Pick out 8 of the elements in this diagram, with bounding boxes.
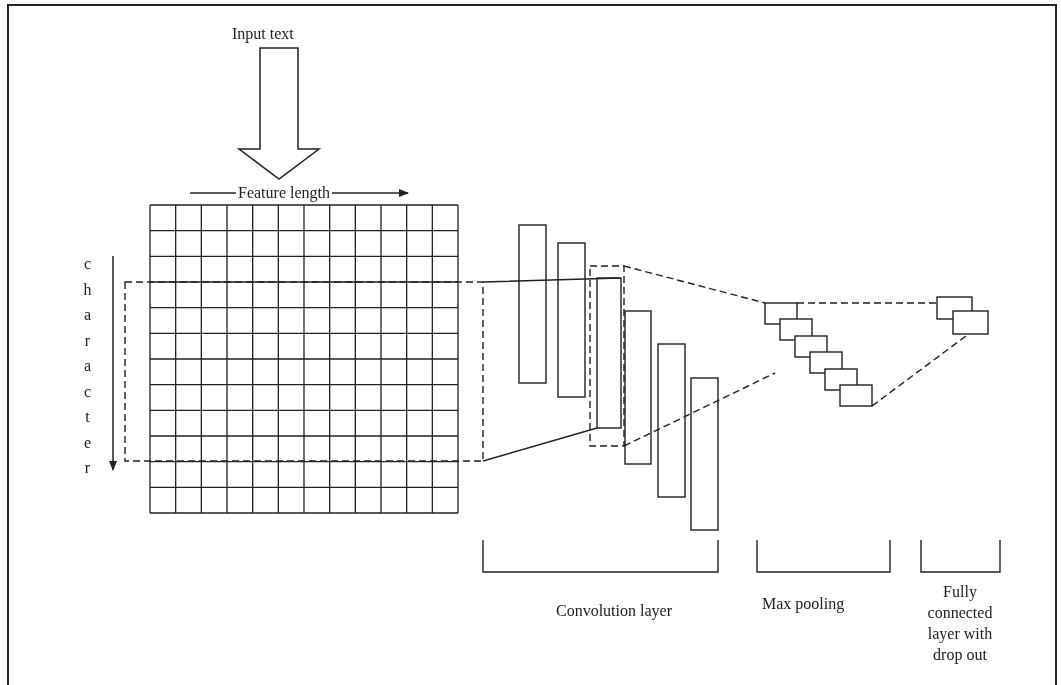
input-matrix-grid: [150, 205, 458, 513]
layer-label: Fully connected layer with drop out: [926, 582, 994, 665]
input-label: Input text: [232, 24, 294, 43]
axis-label: Feature length: [236, 183, 332, 202]
axis-label: character: [83, 254, 92, 478]
input-arrow: [236, 47, 322, 180]
layer-label: Convolution layer: [556, 601, 672, 620]
layer-label: Max pooling: [762, 594, 845, 613]
